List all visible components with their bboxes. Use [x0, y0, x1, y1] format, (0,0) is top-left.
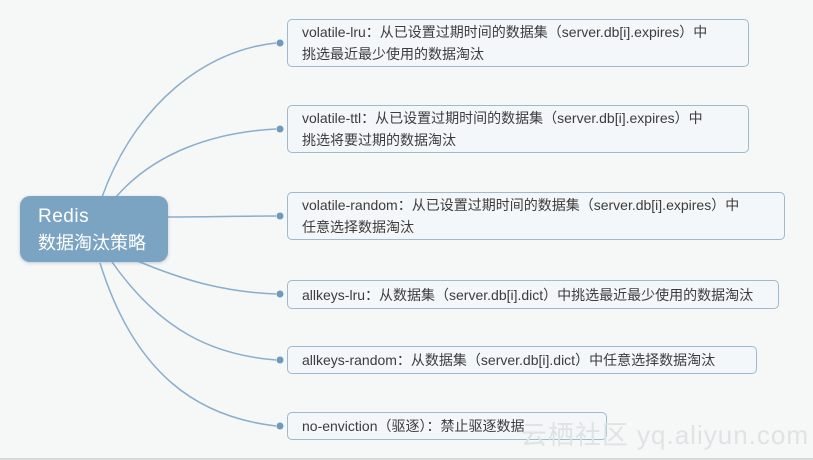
connector-dot	[276, 422, 284, 430]
branch-node-allkeys-random[interactable]: allkeys-random：从数据集（server.db[i].dict）中任…	[287, 346, 757, 374]
branch-text-line: 任意选择数据淘汰	[302, 219, 414, 235]
branch-text-line: volatile-lru：从已设置过期时间的数据集（server.db[i].e…	[302, 24, 708, 40]
connector-dot	[276, 125, 284, 133]
root-node-title: Redis	[38, 205, 90, 227]
branch-text-line: 挑选最近最少使用的数据淘汰	[302, 46, 484, 62]
branch-text-line: 挑选将要过期的数据淘汰	[302, 132, 456, 148]
connector-line-volatile-random	[167, 215, 277, 218]
connector-line-allkeys-random	[111, 261, 277, 361]
branch-node-no-enviction[interactable]: no-enviction（驱逐）：禁止驱逐数据	[287, 412, 607, 440]
branch-text-line: allkeys-lru：从数据集（server.db[i].dict）中挑选最近…	[302, 286, 754, 303]
connector-line-volatile-lru	[101, 42, 277, 198]
connector-line-no-enviction	[99, 262, 277, 427]
branch-text-line: volatile-ttl：从已设置过期时间的数据集（server.db[i].e…	[302, 110, 703, 126]
branch-node-volatile-ttl[interactable]: volatile-ttl：从已设置过期时间的数据集（server.db[i].e…	[287, 105, 749, 153]
connector-line-allkeys-lru	[134, 259, 277, 295]
connector-dot	[276, 356, 284, 364]
root-node-subtitle: 数据淘汰策略	[38, 232, 146, 253]
branch-node-volatile-random[interactable]: volatile-random：从已设置过期时间的数据集（server.db[i…	[287, 192, 785, 240]
connector-dot	[276, 39, 284, 47]
branch-node-allkeys-lru[interactable]: allkeys-lru：从数据集（server.db[i].dict）中挑选最近…	[287, 280, 779, 309]
branch-text-line: no-enviction（驱逐）：禁止驱逐数据	[302, 418, 525, 434]
branch-node-volatile-lru[interactable]: volatile-lru：从已设置过期时间的数据集（server.db[i].e…	[287, 19, 749, 67]
branch-text-line: volatile-random：从已设置过期时间的数据集（server.db[i…	[302, 197, 740, 213]
root-node-redis[interactable]: Redis 数据淘汰策略	[20, 196, 168, 262]
connector-dot	[276, 212, 284, 220]
connector-line-volatile-ttl	[115, 128, 277, 198]
connector-dot	[276, 290, 284, 298]
branch-text-line: allkeys-random：从数据集（server.db[i].dict）中任…	[302, 352, 716, 368]
